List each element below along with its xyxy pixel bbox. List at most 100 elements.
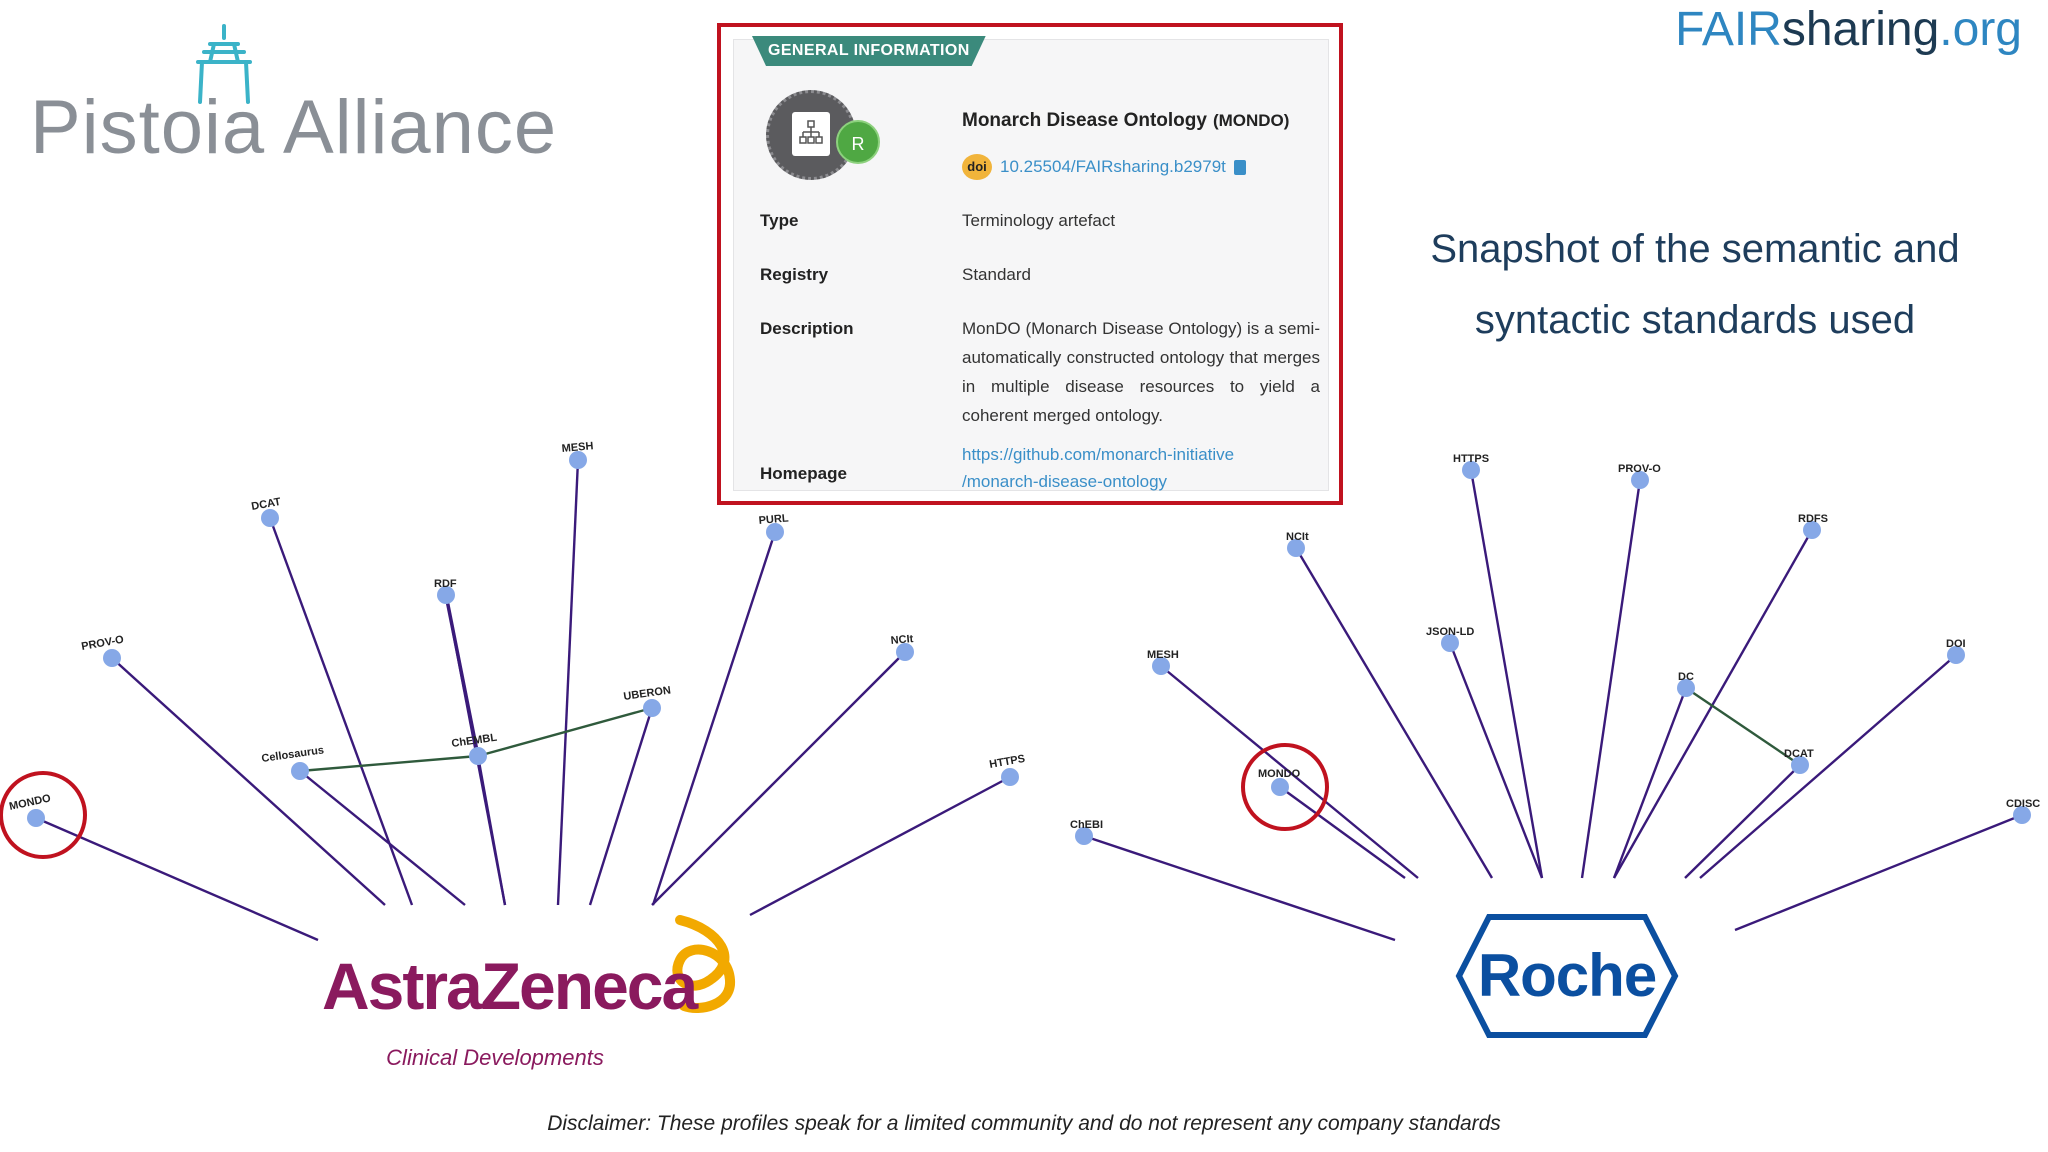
roche-hexagon-icon: [1455, 914, 1679, 1038]
astrazeneca-edge-uberon: [588, 707, 654, 906]
fairsharing-logo-org: .org: [1939, 3, 2022, 56]
astrazeneca-node-cellosaurus[interactable]: [291, 762, 309, 780]
astrazeneca-node-dcat[interactable]: [261, 509, 279, 527]
ontology-tree-icon: [792, 112, 830, 156]
homepage-link[interactable]: https://github.com/monarch-initiative /m…: [962, 445, 1235, 491]
roche-label-rdfs: RDFS: [1798, 513, 1828, 525]
astrazeneca-node-prov-o[interactable]: [103, 649, 121, 667]
doi-link[interactable]: 10.25504/FAIRsharing.b2979t: [1000, 157, 1226, 176]
disclaimer: Disclaimer: These profiles speak for a l…: [547, 1112, 1501, 1135]
roche-node-mondo[interactable]: [1271, 778, 1289, 796]
description-value: MonDO (Monarch Disease Ontology) is a se…: [962, 319, 1320, 425]
roche-node-mesh[interactable]: [1152, 657, 1170, 675]
registry-badge: R: [836, 120, 880, 164]
resource-abbreviation: (MONDO): [1212, 111, 1290, 130]
astrazeneca-label-dcat: DCAT: [250, 496, 282, 513]
astrazeneca-label-mondo: MONDO: [8, 792, 52, 813]
astrazeneca-logo: AstraZeneca: [322, 949, 698, 1023]
astrazeneca-label-rdf: RDF: [434, 578, 457, 590]
roche-node-prov-o[interactable]: [1631, 471, 1649, 489]
roche-node-rdfs[interactable]: [1803, 521, 1821, 539]
astrazeneca-node-chembl[interactable]: [469, 747, 487, 765]
roche-edge-chebi: [1083, 834, 1396, 942]
fairsharing-logo-fair: FAIR: [1675, 3, 1782, 56]
roche-edge-mondo: [1279, 786, 1406, 879]
astrazeneca-edge-mondo: [35, 816, 319, 942]
roche-label-dcat: DCAT: [1784, 748, 1814, 760]
astrazeneca-swirl-icon: [672, 915, 735, 1014]
roche-network: ChEBIMESHMONDONCItJSON-LDHTTPSPROV-ODCRD…: [1070, 453, 2040, 942]
astrazeneca-node-purl[interactable]: [766, 523, 784, 541]
roche-highlight-ring: [1241, 743, 1329, 831]
roche-label-mesh: MESH: [1147, 649, 1179, 661]
astrazeneca-edge-mesh: [556, 459, 580, 906]
astrazeneca-edge-purl: [651, 531, 777, 906]
astrazeneca-node-uberon[interactable]: [643, 699, 661, 717]
type-label: Type: [760, 211, 799, 230]
snapshot-caption: Snapshot of the semantic and syntactic s…: [1430, 227, 1960, 342]
description-label: Description: [760, 319, 854, 338]
fairsharing-logo-sharing: sharing: [1781, 3, 1940, 56]
astrazeneca-link-cellosaurus-chembl: [299, 754, 479, 773]
resource-name: Monarch Disease Ontology: [962, 110, 1207, 131]
roche-label-chebi: ChEBI: [1070, 819, 1103, 831]
astrazeneca-label-ncit: NCIt: [890, 633, 914, 647]
roche-node-https[interactable]: [1462, 461, 1480, 479]
astrazeneca-label-uberon: UBERON: [623, 684, 672, 703]
roche-wordmark: Roche: [1477, 942, 1657, 1009]
roche-edge-https: [1469, 469, 1544, 879]
type-value: Terminology artefact: [962, 211, 1116, 230]
roche-label-ncit: NCIt: [1286, 531, 1309, 543]
roche-node-dcat[interactable]: [1791, 756, 1809, 774]
astrazeneca-label-cellosaurus: Cellosaurus: [261, 744, 325, 765]
doi-row: doi 10.25504/FAIRsharing.b2979t: [962, 154, 1246, 180]
astrazeneca-highlight-ring: [0, 771, 87, 859]
pistoia-alliance-logo: Pistoia Alliance: [30, 85, 558, 170]
roche-label-doi: DOI: [1946, 638, 1966, 650]
roche-edge-dcat: [1684, 764, 1801, 879]
roche-edge-mesh: [1160, 665, 1419, 879]
astrazeneca-node-mesh[interactable]: [569, 451, 587, 469]
roche-label-json-ld: JSON-LD: [1426, 626, 1474, 638]
doi-icon: doi: [962, 154, 992, 180]
astrazeneca-link-rdf-chembl: [444, 594, 480, 757]
astrazeneca-edge-cellosaurus: [299, 770, 466, 906]
roche-edge-cdisc: [1734, 813, 2023, 932]
roche-edge-json-ld: [1448, 642, 1544, 879]
roche-label-mondo: MONDO: [1258, 768, 1301, 780]
roche-node-dc[interactable]: [1677, 679, 1695, 697]
roche-node-chebi[interactable]: [1075, 827, 1093, 845]
resource-title: Monarch Disease Ontology (MONDO): [962, 110, 1289, 132]
astrazeneca-edge-dcat: [268, 517, 414, 906]
roche-logo: Roche: [1455, 914, 1679, 1038]
astrazeneca-label-purl: PURL: [758, 512, 789, 527]
astrazeneca-link-chembl-uberon: [477, 706, 653, 758]
astrazeneca-edge-prov-o: [111, 657, 386, 906]
astrazeneca-edge-https: [749, 775, 1011, 917]
astrazeneca-node-ncit[interactable]: [896, 643, 914, 661]
roche-edge-rdfs: [1612, 529, 1814, 879]
astrazeneca-subtitle: Clinical Developments: [386, 1045, 604, 1070]
registry-value: Standard: [962, 265, 1031, 284]
astrazeneca-node-mondo[interactable]: [27, 809, 45, 827]
astrazeneca-node-rdf[interactable]: [437, 586, 455, 604]
roche-node-ncit[interactable]: [1287, 539, 1305, 557]
roche-label-prov-o: PROV-O: [1618, 463, 1661, 475]
card-body: GENERAL INFORMATION R Monarch Disease On…: [733, 36, 1329, 491]
astrazeneca-label-mesh: MESH: [561, 440, 594, 455]
astrazeneca-node-https[interactable]: [1001, 768, 1019, 786]
roche-node-json-ld[interactable]: [1441, 634, 1459, 652]
mondo-info-card: GENERAL INFORMATION R Monarch Disease On…: [717, 23, 1343, 505]
pistoia-gazebo-icon: [196, 24, 252, 104]
roche-edge-prov-o: [1580, 479, 1642, 879]
fairsharing-logo: FAIRsharing.org: [1675, 2, 2022, 57]
roche-label-https: HTTPS: [1453, 453, 1489, 465]
homepage-label: Homepage: [760, 464, 847, 483]
roche-node-doi[interactable]: [1947, 646, 1965, 664]
roche-link-dc-dcat: [1685, 687, 1801, 766]
copy-icon[interactable]: [1229, 159, 1246, 178]
general-information-badge: GENERAL INFORMATION: [752, 36, 986, 66]
roche-edge-ncit: [1294, 547, 1494, 879]
roche-node-cdisc[interactable]: [2013, 806, 2031, 824]
